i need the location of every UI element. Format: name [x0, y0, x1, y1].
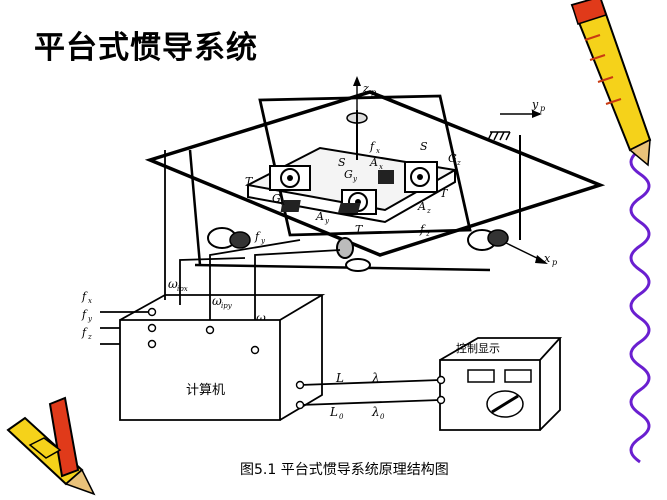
- svg-text:y: y: [352, 175, 358, 183]
- label-L0: L: [329, 405, 338, 419]
- svg-text:p: p: [540, 104, 545, 113]
- label-lambda0: λ: [371, 405, 380, 419]
- label-omega-ipx: ω: [168, 277, 178, 291]
- outer-gimbal-ring: [144, 90, 606, 257]
- gyro-gz: [404, 161, 438, 193]
- label-s-right: S: [420, 140, 428, 153]
- torque-motor-left: [207, 227, 251, 249]
- computer-box: [119, 294, 326, 421]
- svg-text:x: x: [88, 297, 92, 305]
- computer-label: 计算机: [186, 383, 225, 398]
- label-omega-ipy: ω: [212, 294, 222, 308]
- label-gy: G: [344, 168, 353, 181]
- label-t-right: T: [440, 187, 449, 200]
- label-ay: A: [315, 210, 324, 223]
- label-ax: A: [369, 156, 378, 169]
- label-t-left: T: [245, 175, 254, 188]
- label-fy-input: f: [81, 308, 88, 321]
- label-gz: G: [448, 152, 457, 165]
- label-lambda: λ: [371, 371, 380, 385]
- label-fz-input: f: [81, 326, 88, 339]
- svg-text:x: x: [281, 199, 285, 207]
- computer-ports: [147, 307, 305, 410]
- label-omega-ipz: ω: [256, 311, 266, 325]
- label-L: L: [335, 371, 344, 385]
- gyro-gx: [269, 165, 311, 191]
- x-axis-label: x: [544, 252, 551, 265]
- svg-text:z: z: [456, 159, 461, 167]
- svg-text:p: p: [552, 258, 557, 267]
- label-gx: G: [272, 192, 281, 205]
- torque-motor-bottom: [336, 237, 371, 272]
- pencil-icon-top-right: [570, 0, 652, 167]
- label-az: A: [417, 200, 426, 213]
- accelerometer-ay: [280, 200, 301, 212]
- svg-text:z: z: [426, 207, 431, 215]
- label-f-near-gx: f: [254, 230, 261, 243]
- y-axis-label: y: [531, 98, 539, 111]
- control-knob: [486, 390, 524, 418]
- svg-text:z: z: [425, 230, 430, 238]
- svg-text:ipy: ipy: [221, 302, 233, 310]
- label-fx-input: f: [81, 290, 88, 303]
- figure-caption: 图5.1 平台式惯导系统原理结构图: [240, 462, 449, 478]
- slide-title: 平台式惯导系统: [34, 30, 258, 66]
- label-t-mid: T: [355, 223, 364, 236]
- svg-text:x: x: [379, 163, 383, 171]
- display-ports: [436, 375, 446, 405]
- accelerometer-az: [337, 203, 361, 213]
- label-f-right: f: [419, 223, 426, 236]
- z-axis-label: z: [362, 82, 369, 95]
- label-f-top: f: [369, 140, 376, 153]
- svg-text:y: y: [324, 217, 330, 225]
- svg-text:ipx: ipx: [177, 285, 188, 293]
- display-windows: [467, 369, 532, 383]
- pencil-icon-bottom-left: [6, 396, 96, 496]
- svg-text:0: 0: [339, 413, 344, 421]
- svg-text:x: x: [376, 147, 380, 155]
- torque-motor-right: [467, 229, 509, 251]
- mount-hatch: [487, 131, 511, 141]
- control-display-label: 控制显示: [456, 341, 500, 355]
- label-s-left: S: [338, 156, 346, 169]
- svg-text:y: y: [260, 237, 266, 245]
- svg-text:z: z: [87, 333, 92, 341]
- svg-text:0: 0: [380, 413, 385, 421]
- accelerometer-ax: [378, 170, 394, 184]
- svg-text:y: y: [87, 315, 93, 323]
- decorative-wavy-line: [629, 148, 651, 464]
